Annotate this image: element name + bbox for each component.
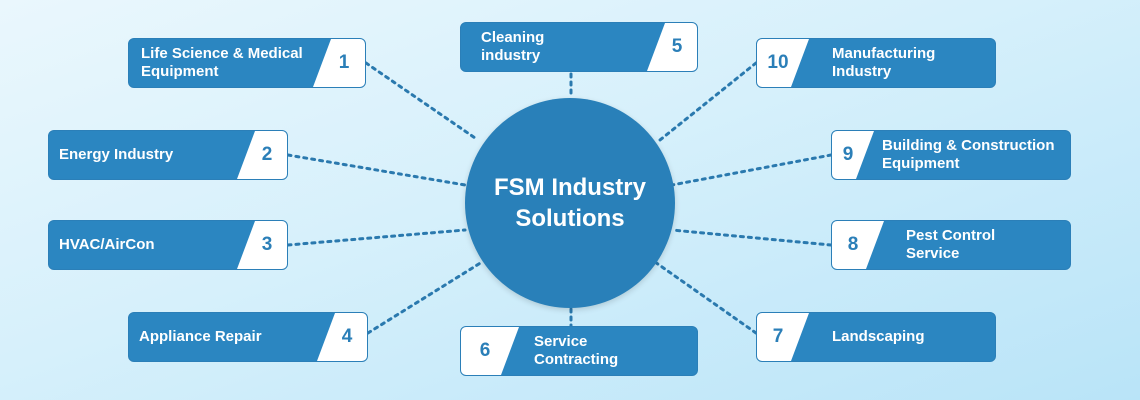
industry-number: 7	[757, 313, 809, 361]
industry-card-8[interactable]: 8 Pest Control Service	[831, 220, 1071, 270]
center-hub: FSM Industry Solutions	[465, 98, 675, 308]
industry-card-10[interactable]: 10 Manufacturing Industry	[756, 38, 996, 88]
connector-7	[653, 260, 758, 335]
industry-card-1[interactable]: Life Science & Medical Equipment 1	[128, 38, 366, 88]
industry-label: Building & Construction Equipment	[882, 137, 1055, 172]
connector-4	[366, 260, 484, 335]
industry-label: Pest Control Service	[906, 227, 996, 262]
industry-label: Life Science & Medical Equipment	[141, 45, 303, 80]
industry-card-3[interactable]: HVAC/AirCon 3	[48, 220, 288, 270]
industry-label: Cleaning industry	[481, 29, 545, 64]
industry-number: 6	[461, 327, 519, 375]
industry-number: 2	[237, 131, 287, 179]
industry-number: 10	[757, 39, 809, 87]
connector-2	[286, 153, 467, 187]
industry-card-9[interactable]: 9 Building & Construction Equipment	[831, 130, 1071, 180]
industry-label: Service Contracting	[534, 333, 619, 368]
industry-label: Manufacturing Industry	[832, 45, 936, 80]
industry-number: 9	[832, 131, 874, 179]
connector-1	[364, 61, 480, 142]
connector-9	[670, 153, 833, 187]
industry-card-2[interactable]: Energy Industry 2	[48, 130, 288, 180]
industry-card-5[interactable]: Cleaning industry 5	[460, 22, 698, 72]
connector-8	[670, 228, 833, 247]
connector-3	[286, 228, 467, 247]
industry-card-6[interactable]: 6 Service Contracting	[460, 326, 698, 376]
industry-label: Landscaping	[832, 328, 925, 345]
industry-card-7[interactable]: 7 Landscaping	[756, 312, 996, 362]
industry-number: 8	[832, 221, 884, 269]
industry-label: HVAC/AirCon	[59, 236, 155, 253]
industry-number: 4	[317, 313, 367, 361]
center-title: FSM Industry Solutions	[493, 174, 646, 232]
industry-label: Energy Industry	[59, 146, 174, 163]
connector-10	[658, 61, 758, 142]
industry-number: 5	[647, 23, 697, 71]
industry-card-4[interactable]: Appliance Repair 4	[128, 312, 368, 362]
industry-number: 3	[237, 221, 287, 269]
industry-label: Appliance Repair	[139, 328, 262, 345]
